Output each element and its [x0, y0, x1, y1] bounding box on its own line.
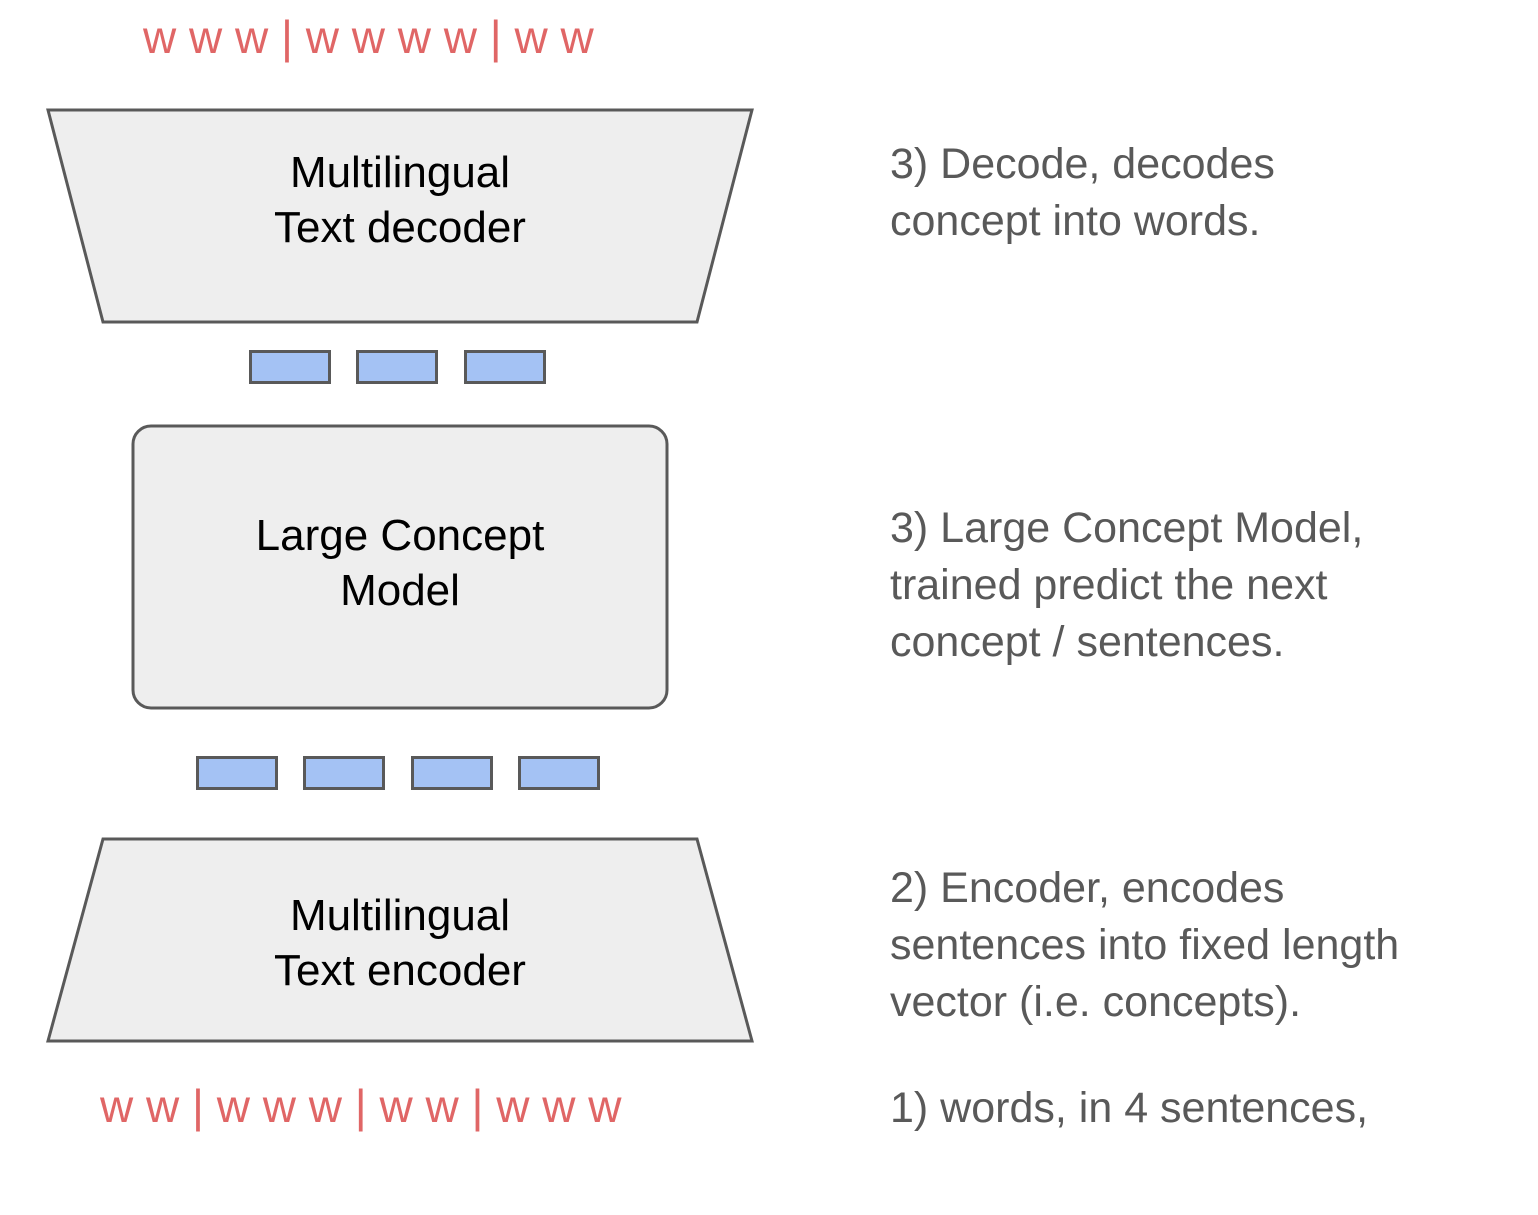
output-token-sequence: w w w | w w w w | w w [143, 11, 594, 63]
concept-vector[interactable] [464, 350, 546, 384]
annotation-decode-step: 3) Decode, decodes concept into words. [890, 140, 1275, 246]
concept-vector-row-output [0, 350, 1538, 384]
concept-vector[interactable] [411, 756, 493, 790]
large-concept-model-shape[interactable] [125, 418, 675, 716]
concept-vector-row-input [0, 756, 1538, 790]
concept-vector[interactable] [303, 756, 385, 790]
multilingual-text-encoder-shape[interactable] [40, 830, 760, 1050]
multilingual-text-decoder-shape[interactable] [40, 100, 760, 332]
concept-vector[interactable] [196, 756, 278, 790]
concept-vector[interactable] [356, 350, 438, 384]
concept-vector[interactable] [518, 756, 600, 790]
input-token-sequence: w w | w w w | w w | w w w [100, 1080, 622, 1132]
annotation-encoder-step: 2) Encoder, encodes sentences into fixed… [890, 864, 1400, 1027]
annotation-words-step: 1) words, in 4 sentences, [890, 1084, 1369, 1132]
concept-vector[interactable] [249, 350, 331, 384]
annotation-lcm-step: 3) Large Concept Model, trained predict … [890, 504, 1364, 667]
